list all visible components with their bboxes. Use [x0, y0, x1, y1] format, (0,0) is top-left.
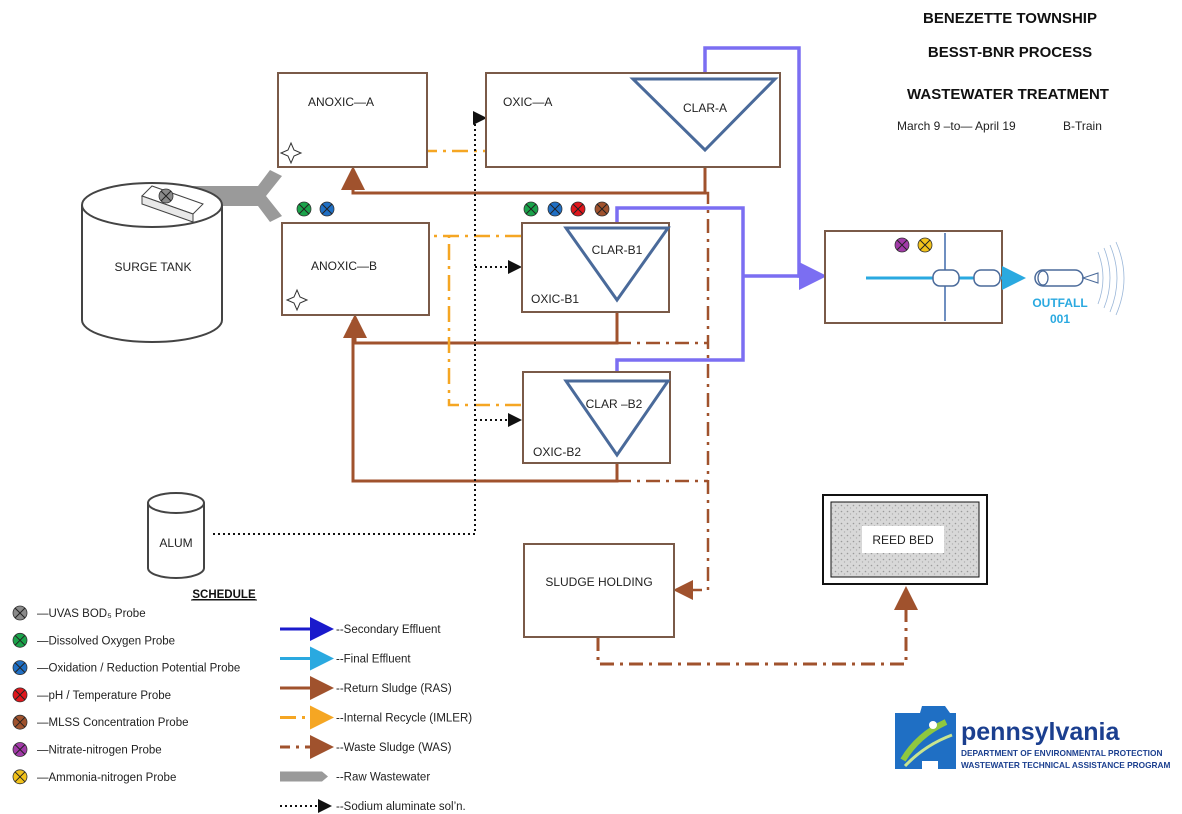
- anoxic-a-label: ANOXIC—A: [308, 95, 374, 109]
- line-legend-label: --Sodium aluminate sol’n.: [336, 801, 466, 813]
- uvas-probe-icon: [158, 188, 174, 204]
- anoxic-a-unit: ANOXIC—A: [277, 72, 428, 168]
- secondary-effluent-lines: [615, 46, 827, 380]
- line-legend-label: --Return Sludge (RAS): [336, 683, 452, 695]
- do-probe-icon: [523, 201, 539, 217]
- probe-legend-item: —Dissolved Oxygen Probe: [12, 632, 175, 648]
- sludge-holding-unit: SLUDGE HOLDING: [523, 543, 675, 638]
- pa-dep-logo: pennsylvania DEPARTMENT OF ENVIRONMENTAL…: [895, 706, 1171, 770]
- clar-b2-label: CLAR –B2: [586, 397, 643, 411]
- oxic-b1-unit: CLAR-B1 OXIC-B1: [521, 222, 671, 313]
- reed-bed-unit: REED BED: [822, 494, 988, 585]
- line-legend-item: --Sodium aluminate sol’n.: [280, 799, 466, 813]
- surge-tank: SURGE TANK: [81, 182, 223, 343]
- title-train: B-Train: [1063, 119, 1102, 133]
- title-line2: BESST-BNR PROCESS: [928, 44, 1092, 61]
- line-legend-item: --Waste Sludge (WAS): [280, 735, 452, 759]
- probe-legend-label: —MLSS Concentration Probe: [37, 717, 189, 729]
- title-line3: WASTEWATER TREATMENT: [907, 86, 1109, 103]
- clar-b1-label: CLAR-B1: [592, 243, 643, 257]
- oxic-b1-label: OXIC-B1: [531, 292, 579, 306]
- ammonia-probe-icon: [917, 237, 933, 253]
- alum-tank: ALUM: [147, 492, 205, 579]
- probe-legend-label: —Oxidation / Reduction Potential Probe: [37, 663, 240, 675]
- reed-bed-label: REED BED: [872, 533, 934, 547]
- probe-legend-item: —Nitrate-nitrogen Probe: [12, 742, 162, 757]
- clarifier-a: [629, 77, 779, 153]
- return-sludge-lines: [341, 150, 707, 483]
- title-line1: BENEZETTE TOWNSHIP: [923, 10, 1097, 27]
- line-legend: --Secondary Effluent --Final Effluent --Re…: [280, 617, 472, 813]
- clarifier-b1: [563, 226, 671, 303]
- title-dates: March 9 –to— April 19: [897, 119, 1016, 133]
- outfall-label: OUTFALL: [1032, 296, 1087, 310]
- do-probe-icon: [296, 201, 312, 217]
- line-legend-label: --Final Effluent: [336, 654, 411, 666]
- logo-program: WASTEWATER TECHNICAL ASSISTANCE PROGRAM: [961, 760, 1171, 770]
- line-legend-label: --Internal Recycle (IMLER): [336, 713, 472, 725]
- probe-legend-label: —Nitrate-nitrogen Probe: [37, 745, 162, 757]
- mixer-icon: [285, 288, 309, 312]
- line-legend-item: --Raw Wastewater: [280, 771, 430, 784]
- probe-legend-item: —MLSS Concentration Probe: [12, 714, 189, 730]
- sodium-aluminate-lines: [213, 111, 522, 535]
- line-legend-item: --Secondary Effluent: [280, 617, 441, 641]
- clarifier-b2: [563, 379, 671, 458]
- probe-legend: —UVAS BOD₅ Probe —Dissolved Oxygen Probe —…: [12, 605, 240, 785]
- mlss-probe-icon: [594, 201, 610, 217]
- sludge-holding-label: SLUDGE HOLDING: [545, 575, 652, 589]
- schedule-legend: SCHEDULE —UVAS BOD₅ Probe —Dissolved Oxyg…: [12, 589, 472, 813]
- orp-probe-icon: [319, 201, 335, 217]
- probe-legend-label: —pH / Temperature Probe: [37, 690, 171, 702]
- oxic-b2-label: OXIC-B2: [533, 445, 581, 459]
- logo-name: pennsylvania: [961, 718, 1120, 746]
- mixer-icon: [279, 141, 303, 165]
- title-block: BENEZETTE TOWNSHIP BESST-BNR PROCESS WAS…: [897, 10, 1109, 133]
- logo-dept: DEPARTMENT OF ENVIRONMENTAL PROTECTION: [961, 748, 1162, 758]
- raw-wastewater-lines: [170, 170, 282, 222]
- clar-a-label: CLAR-A: [683, 101, 727, 115]
- schedule-title: SCHEDULE: [192, 589, 256, 601]
- line-legend-item: --Return Sludge (RAS): [280, 676, 452, 700]
- nitrate-probe-icon: [894, 237, 910, 253]
- probe-legend-label: —UVAS BOD₅ Probe: [37, 608, 146, 620]
- oxic-a-unit: OXIC—A CLAR-A: [485, 72, 781, 168]
- probe-legend-item: —pH / Temperature Probe: [12, 687, 171, 703]
- anoxic-b-label: ANOXIC—B: [311, 259, 377, 273]
- probe-legend-label: —Ammonia-nitrogen Probe: [37, 772, 176, 784]
- line-legend-item: --Final Effluent: [280, 646, 411, 671]
- oxic-b2-unit: CLAR –B2 OXIC-B2: [522, 371, 671, 464]
- waste-sludge-lines: [596, 191, 918, 666]
- alum-label: ALUM: [159, 536, 192, 550]
- outfall: OUTFALL 001: [1032, 241, 1125, 326]
- anoxic-b-unit: ANOXIC—B: [281, 222, 430, 316]
- probe-legend-item: —Oxidation / Reduction Potential Probe: [12, 660, 240, 675]
- line-legend-label: --Raw Wastewater: [336, 772, 430, 784]
- final-effluent-unit: [824, 230, 1026, 324]
- diagram-probes: [158, 188, 933, 253]
- ph-probe-icon: [570, 201, 586, 217]
- surge-tank-label: SURGE TANK: [115, 260, 192, 274]
- oxic-a-label: OXIC—A: [503, 95, 552, 109]
- probe-legend-item: —Ammonia-nitrogen Probe: [12, 769, 176, 785]
- outfall-number: 001: [1050, 312, 1070, 326]
- line-legend-label: --Secondary Effluent: [336, 624, 441, 636]
- line-legend-item: --Internal Recycle (IMLER): [280, 705, 472, 730]
- line-legend-label: --Waste Sludge (WAS): [336, 742, 452, 754]
- probe-legend-item: —UVAS BOD₅ Probe: [12, 605, 146, 621]
- line-legend-swatch: [280, 771, 328, 782]
- orp-probe-icon: [547, 201, 563, 217]
- probe-legend-label: —Dissolved Oxygen Probe: [37, 635, 175, 647]
